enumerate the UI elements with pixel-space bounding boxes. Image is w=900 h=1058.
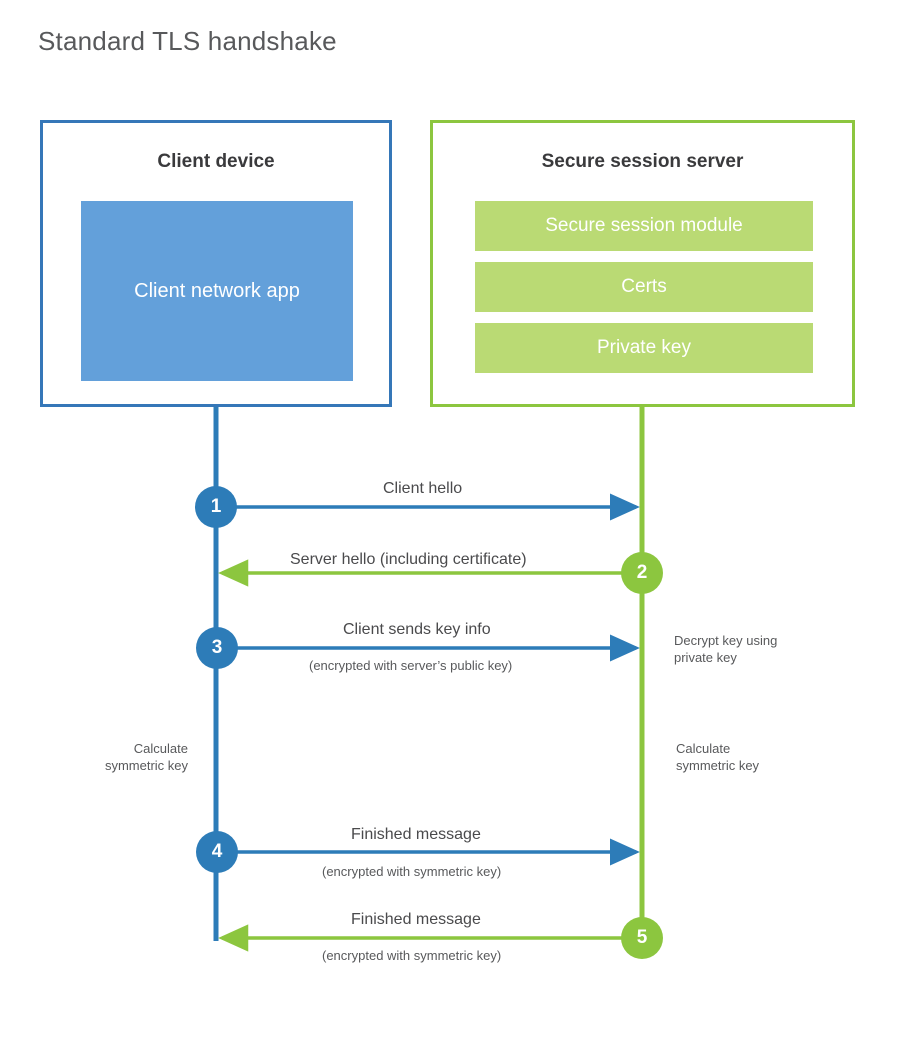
step-marker-1: 1 — [195, 486, 237, 528]
step-4-label: Finished message — [351, 826, 481, 843]
server-calculate-symmetric-key-note: Calculate symmetric key — [676, 741, 760, 773]
step-marker-5: 5 — [621, 917, 663, 959]
page-title: Standard TLS handshake — [38, 26, 337, 56]
secure-session-server-box: Secure session server Secure session mod… — [430, 120, 855, 407]
step-3-label: Client sends key info — [343, 621, 491, 638]
step-marker-2: 2 — [621, 552, 663, 594]
server-module-certs: Certs — [475, 262, 813, 312]
server-module-secure-session-module: Secure session module — [475, 201, 813, 251]
step-2-label: Server hello (including certificate) — [290, 551, 527, 568]
client-network-app-block: Client network app — [81, 201, 353, 381]
secure-session-server-title: Secure session server — [541, 151, 744, 172]
decrypt-key-note: Decrypt key using private key — [674, 633, 778, 665]
server-module-private-key: Private key — [475, 323, 813, 373]
step-marker-4: 4 — [196, 831, 238, 873]
server-module-list: Secure session module Certs Private key — [475, 201, 813, 373]
step-marker-3: 3 — [196, 627, 238, 669]
step-5-sublabel: (encrypted with symmetric key) — [322, 948, 502, 963]
step-1-label: Client hello — [383, 480, 463, 497]
step-4-sublabel: (encrypted with symmetric key) — [322, 864, 502, 879]
client-device-title: Client device — [157, 151, 275, 172]
step-5-label: Finished message — [351, 911, 481, 928]
client-device-box: Client device Client network app — [40, 120, 392, 407]
step-3-sublabel: (encrypted with server’s public key) — [309, 658, 513, 673]
client-calculate-symmetric-key-note: Calculate symmetric key — [104, 741, 188, 773]
